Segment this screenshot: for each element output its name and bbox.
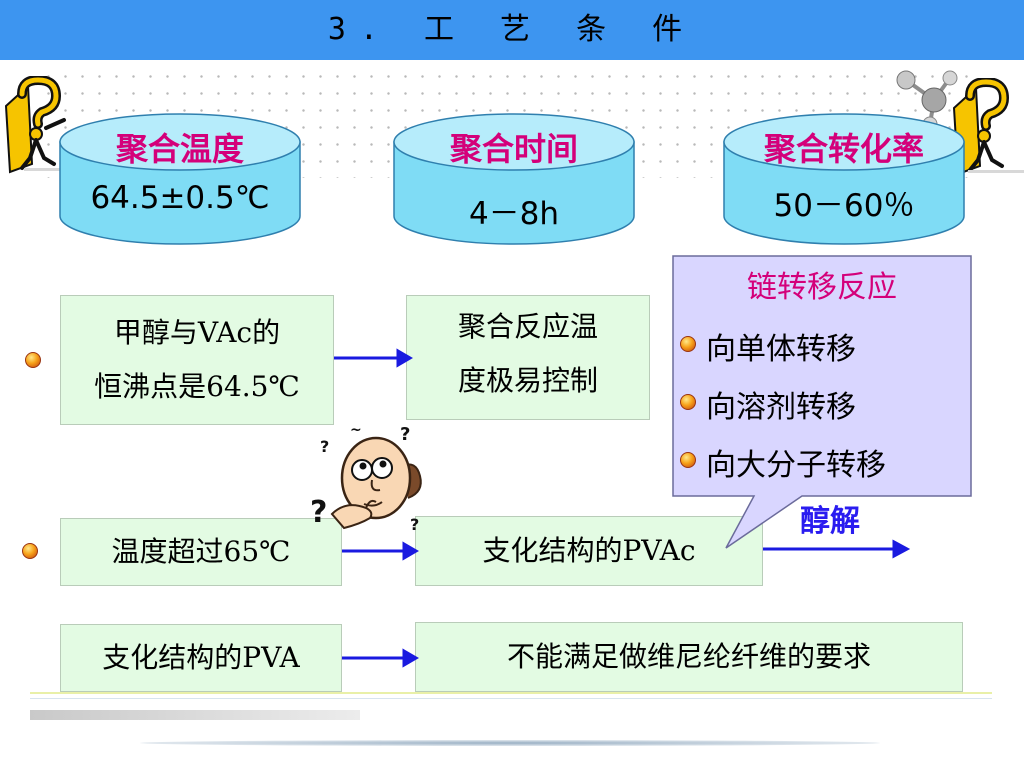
arrow-row2 — [342, 541, 419, 561]
decor-bar — [30, 710, 360, 720]
fiber-requirement-box: 不能满足做维尼纶纤维的要求 — [415, 622, 963, 692]
condition-cylinder-conversion: 聚合转化率 50－60％ — [722, 112, 966, 247]
condition-label: 聚合转化率 — [763, 130, 924, 168]
callout-item-text: 向溶剂转移 — [706, 390, 856, 425]
bullet-icon — [22, 543, 38, 559]
methanol-azeotrope-box: 甲醇与VAc的 恒沸点是64.5℃ — [60, 295, 334, 425]
alcoholysis-label: 醇解 — [800, 504, 860, 539]
thinking-man-icon: ? ? ? ? ~ — [306, 418, 438, 534]
condition-value: 50－60％ — [773, 188, 915, 224]
condition-cylinder-time: 聚合时间 4－8h — [392, 112, 636, 247]
shelf-line — [24, 168, 84, 171]
bullet-icon — [25, 352, 41, 368]
box-text-line: 聚合反应温 — [457, 310, 598, 343]
arrow-row3 — [342, 648, 419, 668]
svg-text:?: ? — [320, 437, 329, 456]
bullet-icon — [680, 452, 696, 468]
branched-pvac-box: 支化结构的PVAc — [415, 516, 763, 586]
condition-value: 64.5±0.5℃ — [90, 180, 270, 216]
question-man-icon — [2, 74, 74, 176]
temperature-control-box: 聚合反应温 度极易控制 — [406, 295, 650, 420]
over-65-box: 温度超过65℃ — [60, 518, 342, 586]
shelf-line-right — [968, 170, 1024, 173]
box-text-line: 恒沸点是64.5℃ — [94, 370, 300, 403]
arrow-row1 — [334, 348, 413, 368]
condition-value: 4－8h — [468, 196, 560, 232]
svg-text:?: ? — [400, 424, 410, 445]
decor-line — [30, 692, 992, 694]
title-bar — [0, 0, 1024, 60]
chain-transfer-callout — [672, 255, 972, 549]
bullet-icon — [680, 336, 696, 352]
condition-cylinder-temperature: 聚合温度 64.5±0.5℃ — [58, 112, 302, 247]
bullet-icon — [680, 394, 696, 410]
decor-line — [30, 698, 992, 699]
svg-text:?: ? — [410, 515, 419, 534]
svg-text:?: ? — [310, 495, 327, 530]
decor-shadow — [140, 740, 880, 746]
callout-item-text: 向单体转移 — [706, 332, 856, 367]
box-text: 支化结构的PVAc — [482, 534, 696, 567]
callout-item-text: 向大分子转移 — [706, 448, 886, 483]
box-text: 不能满足做维尼纶纤维的要求 — [506, 640, 871, 673]
box-text: 温度超过65℃ — [111, 535, 291, 568]
molecule-icon — [890, 66, 960, 132]
box-text-line: 度极易控制 — [457, 364, 598, 397]
condition-label: 聚合时间 — [449, 130, 578, 168]
box-text-line: 甲醇与VAc的 — [113, 316, 281, 349]
arrow-alcoholysis — [763, 539, 911, 559]
branched-pva-box: 支化结构的PVA — [60, 624, 342, 692]
box-text: 支化结构的PVA — [102, 641, 300, 674]
callout-title: 链转移反应 — [747, 270, 897, 305]
svg-text:~: ~ — [350, 422, 362, 438]
condition-label: 聚合温度 — [115, 130, 244, 168]
slide-title: 3. 工 艺 条 件 — [327, 12, 697, 47]
